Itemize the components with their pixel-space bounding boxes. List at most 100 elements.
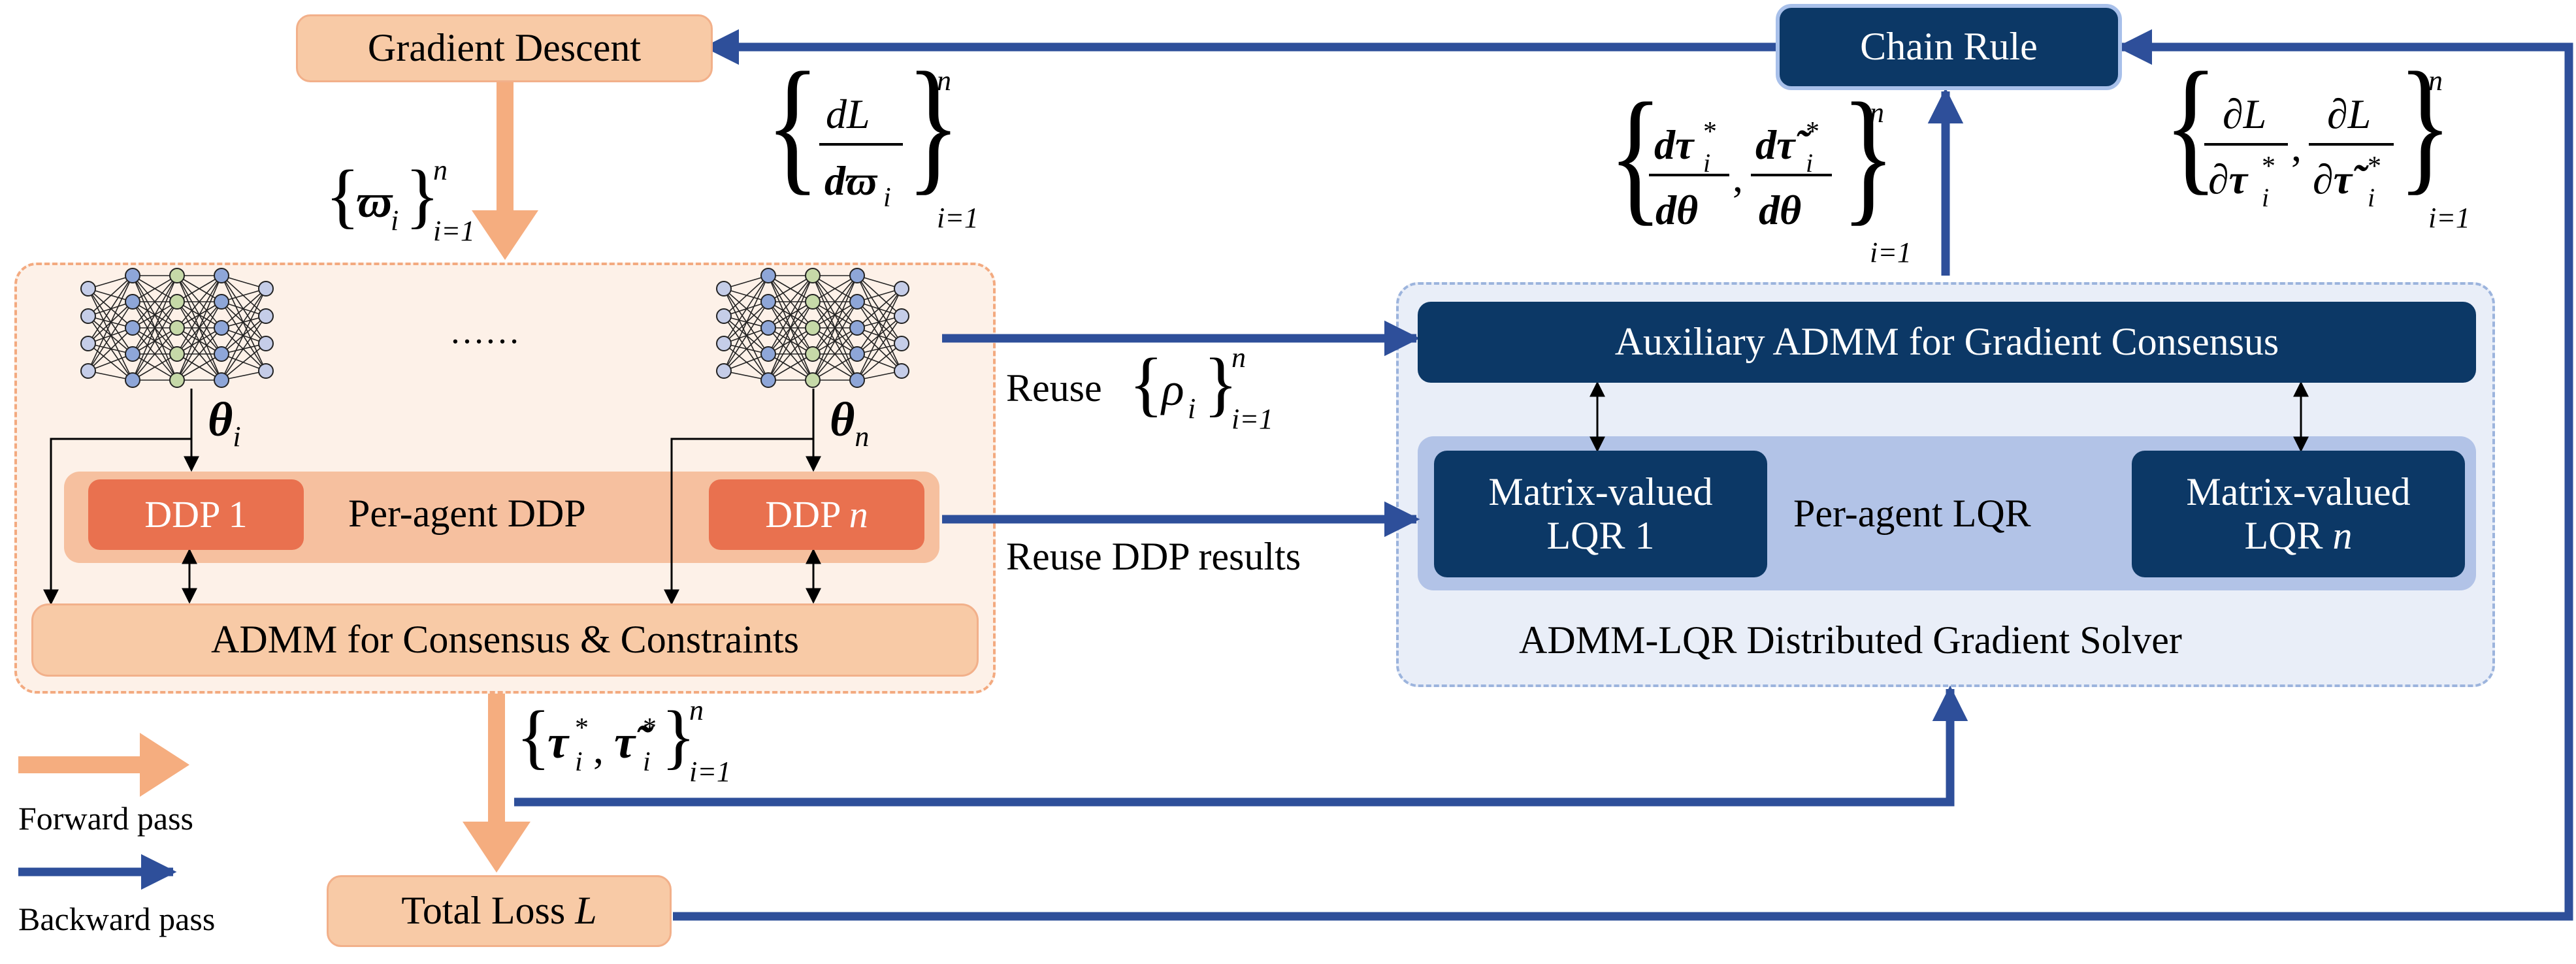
nn-edge — [88, 275, 133, 344]
nn-node — [169, 372, 185, 388]
nn-edge — [88, 275, 133, 317]
nn-node — [894, 308, 909, 324]
reuse-ddp-label: Reuse DDP results — [1006, 535, 1301, 578]
per-agent-ddp-label: Per-agent DDP — [348, 492, 586, 535]
nn-node — [125, 346, 140, 362]
nn-edge — [176, 275, 222, 329]
nn-edge — [856, 301, 902, 344]
nn-node — [80, 336, 96, 351]
neural-network-icon-n — [716, 268, 909, 388]
nn-edge — [768, 275, 813, 381]
per-agent-lqr-label: Per-agent LQR — [1793, 492, 2031, 535]
nn-node — [894, 336, 909, 351]
nn-edge — [856, 327, 902, 372]
nn-node — [849, 320, 865, 336]
nn-edge — [176, 275, 222, 302]
nn-edge — [723, 275, 769, 344]
nn-edge — [132, 327, 178, 381]
backward-arrow-tau-to-solver — [514, 685, 1968, 807]
nn-node — [80, 363, 96, 379]
nn-node — [805, 294, 821, 310]
aux-admm-box: Auxiliary ADMM for Gradient Consensus — [1418, 302, 2476, 383]
ddp-n-prefix: DDP — [765, 492, 849, 536]
solver-caption: ADMM-LQR Distributed Gradient Solver — [1519, 619, 2182, 662]
admm-consensus-label: ADMM for Consensus & Constraints — [210, 618, 800, 662]
ddp-1-label: DDP 1 — [144, 492, 248, 536]
nn-edge — [132, 353, 178, 381]
connector-theta-i-left — [43, 438, 191, 605]
theta-i-label: θi — [208, 396, 241, 451]
nn-edge — [723, 327, 769, 372]
ddp-n-box: DDP n — [709, 479, 924, 550]
nn-node — [214, 346, 229, 362]
nn-edge — [132, 301, 178, 381]
total-loss-box: Total Loss L — [327, 875, 672, 947]
nn-node — [894, 363, 909, 379]
aux-admm-label: Auxiliary ADMM for Gradient Consensus — [1614, 320, 2279, 364]
nn-node — [760, 372, 776, 388]
nn-node — [849, 372, 865, 388]
lqr-n-line2: LQR n — [2245, 514, 2353, 558]
nn-node — [169, 320, 185, 336]
nn-edge — [723, 315, 769, 381]
nn-edge — [221, 315, 267, 381]
nn-edge — [812, 327, 858, 381]
nn-node — [849, 346, 865, 362]
nn-node — [258, 308, 274, 324]
nn-edge — [768, 275, 813, 302]
theta-i-sym: θ — [208, 393, 233, 447]
nn-edge — [723, 275, 769, 317]
legend-backward-label: Backward pass — [18, 901, 216, 937]
ddp-n-label: DDP n — [765, 492, 868, 536]
nn-node — [716, 308, 732, 324]
nn-node — [214, 320, 229, 336]
lqr-1-box: Matrix-valued LQR 1 — [1434, 451, 1767, 577]
nn-node — [894, 281, 909, 297]
nn-edge — [132, 275, 178, 302]
legend-forward-arrow — [18, 733, 189, 797]
lqr-1-line2: LQR 1 — [1546, 514, 1655, 557]
nn-edge — [88, 301, 133, 372]
nn-edge — [723, 288, 769, 355]
nn-edge — [132, 275, 178, 381]
nn-node — [805, 320, 821, 336]
legend-forward-label: Forward pass — [18, 800, 194, 837]
nn-edge — [221, 288, 267, 329]
nn-node — [214, 294, 229, 310]
chain-rule-box: Chain Rule — [1776, 4, 2122, 90]
nn-edge — [176, 275, 222, 381]
nn-node — [125, 294, 140, 310]
nn-edge — [768, 275, 813, 329]
ddp-n-var: n — [849, 492, 868, 536]
theta-n-sub: n — [855, 420, 870, 453]
nn-edge — [856, 288, 902, 355]
nn-edge — [812, 275, 858, 302]
nn-node — [258, 363, 274, 379]
nn-edge — [723, 288, 769, 329]
total-loss-label: Total Loss L — [401, 889, 596, 933]
nn-node — [125, 320, 140, 336]
nn-node — [760, 320, 776, 336]
nn-edge — [812, 301, 858, 381]
nn-node — [214, 372, 229, 388]
nn-edge — [221, 275, 267, 317]
nn-edge — [132, 275, 178, 329]
nn-node — [125, 268, 140, 283]
lqr-n-line1: Matrix-valued — [2186, 470, 2411, 513]
nn-node — [805, 268, 821, 283]
nn-edge — [856, 288, 902, 329]
nn-edge — [88, 315, 133, 381]
nn-node — [760, 346, 776, 362]
nn-edge — [856, 301, 902, 372]
nn-node — [760, 268, 776, 283]
nn-edge — [723, 343, 769, 381]
nn-edge — [221, 343, 267, 381]
admm-consensus-box: ADMM for Consensus & Constraints — [31, 603, 979, 677]
lqr-n-prefix: LQR — [2244, 514, 2333, 557]
theta-n-label: θn — [830, 396, 869, 451]
nn-edge — [812, 275, 858, 381]
nn-node — [760, 294, 776, 310]
nn-edge — [768, 327, 813, 381]
nn-edge — [812, 353, 858, 381]
